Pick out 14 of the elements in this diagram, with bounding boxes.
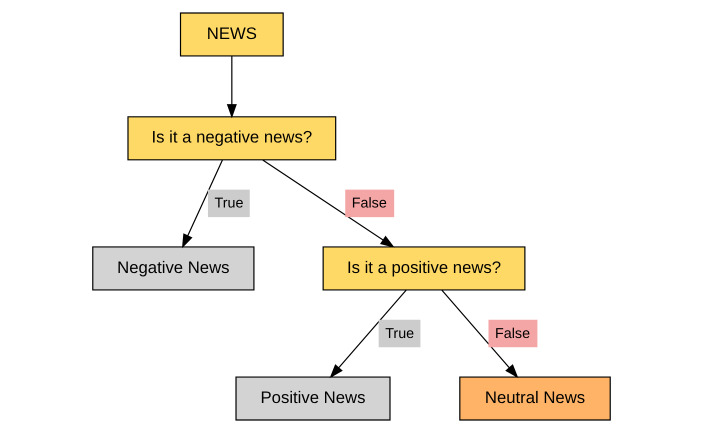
node-box: Is it a negative news? <box>126 116 336 160</box>
edge-label: False <box>494 326 530 342</box>
arrow <box>181 160 222 248</box>
edge-label: False <box>351 196 386 212</box>
node-box: Positive News <box>234 376 390 421</box>
edge-label: True <box>214 196 243 212</box>
node-box: Neutral News <box>458 376 610 421</box>
arrow <box>440 290 518 378</box>
edge-label: True <box>384 326 414 342</box>
arrow <box>226 56 236 118</box>
node-box: Negative News <box>92 246 254 290</box>
node-box: NEWS <box>179 12 284 57</box>
arrow <box>329 290 406 378</box>
node-box: Is it a positive news? <box>322 246 525 290</box>
